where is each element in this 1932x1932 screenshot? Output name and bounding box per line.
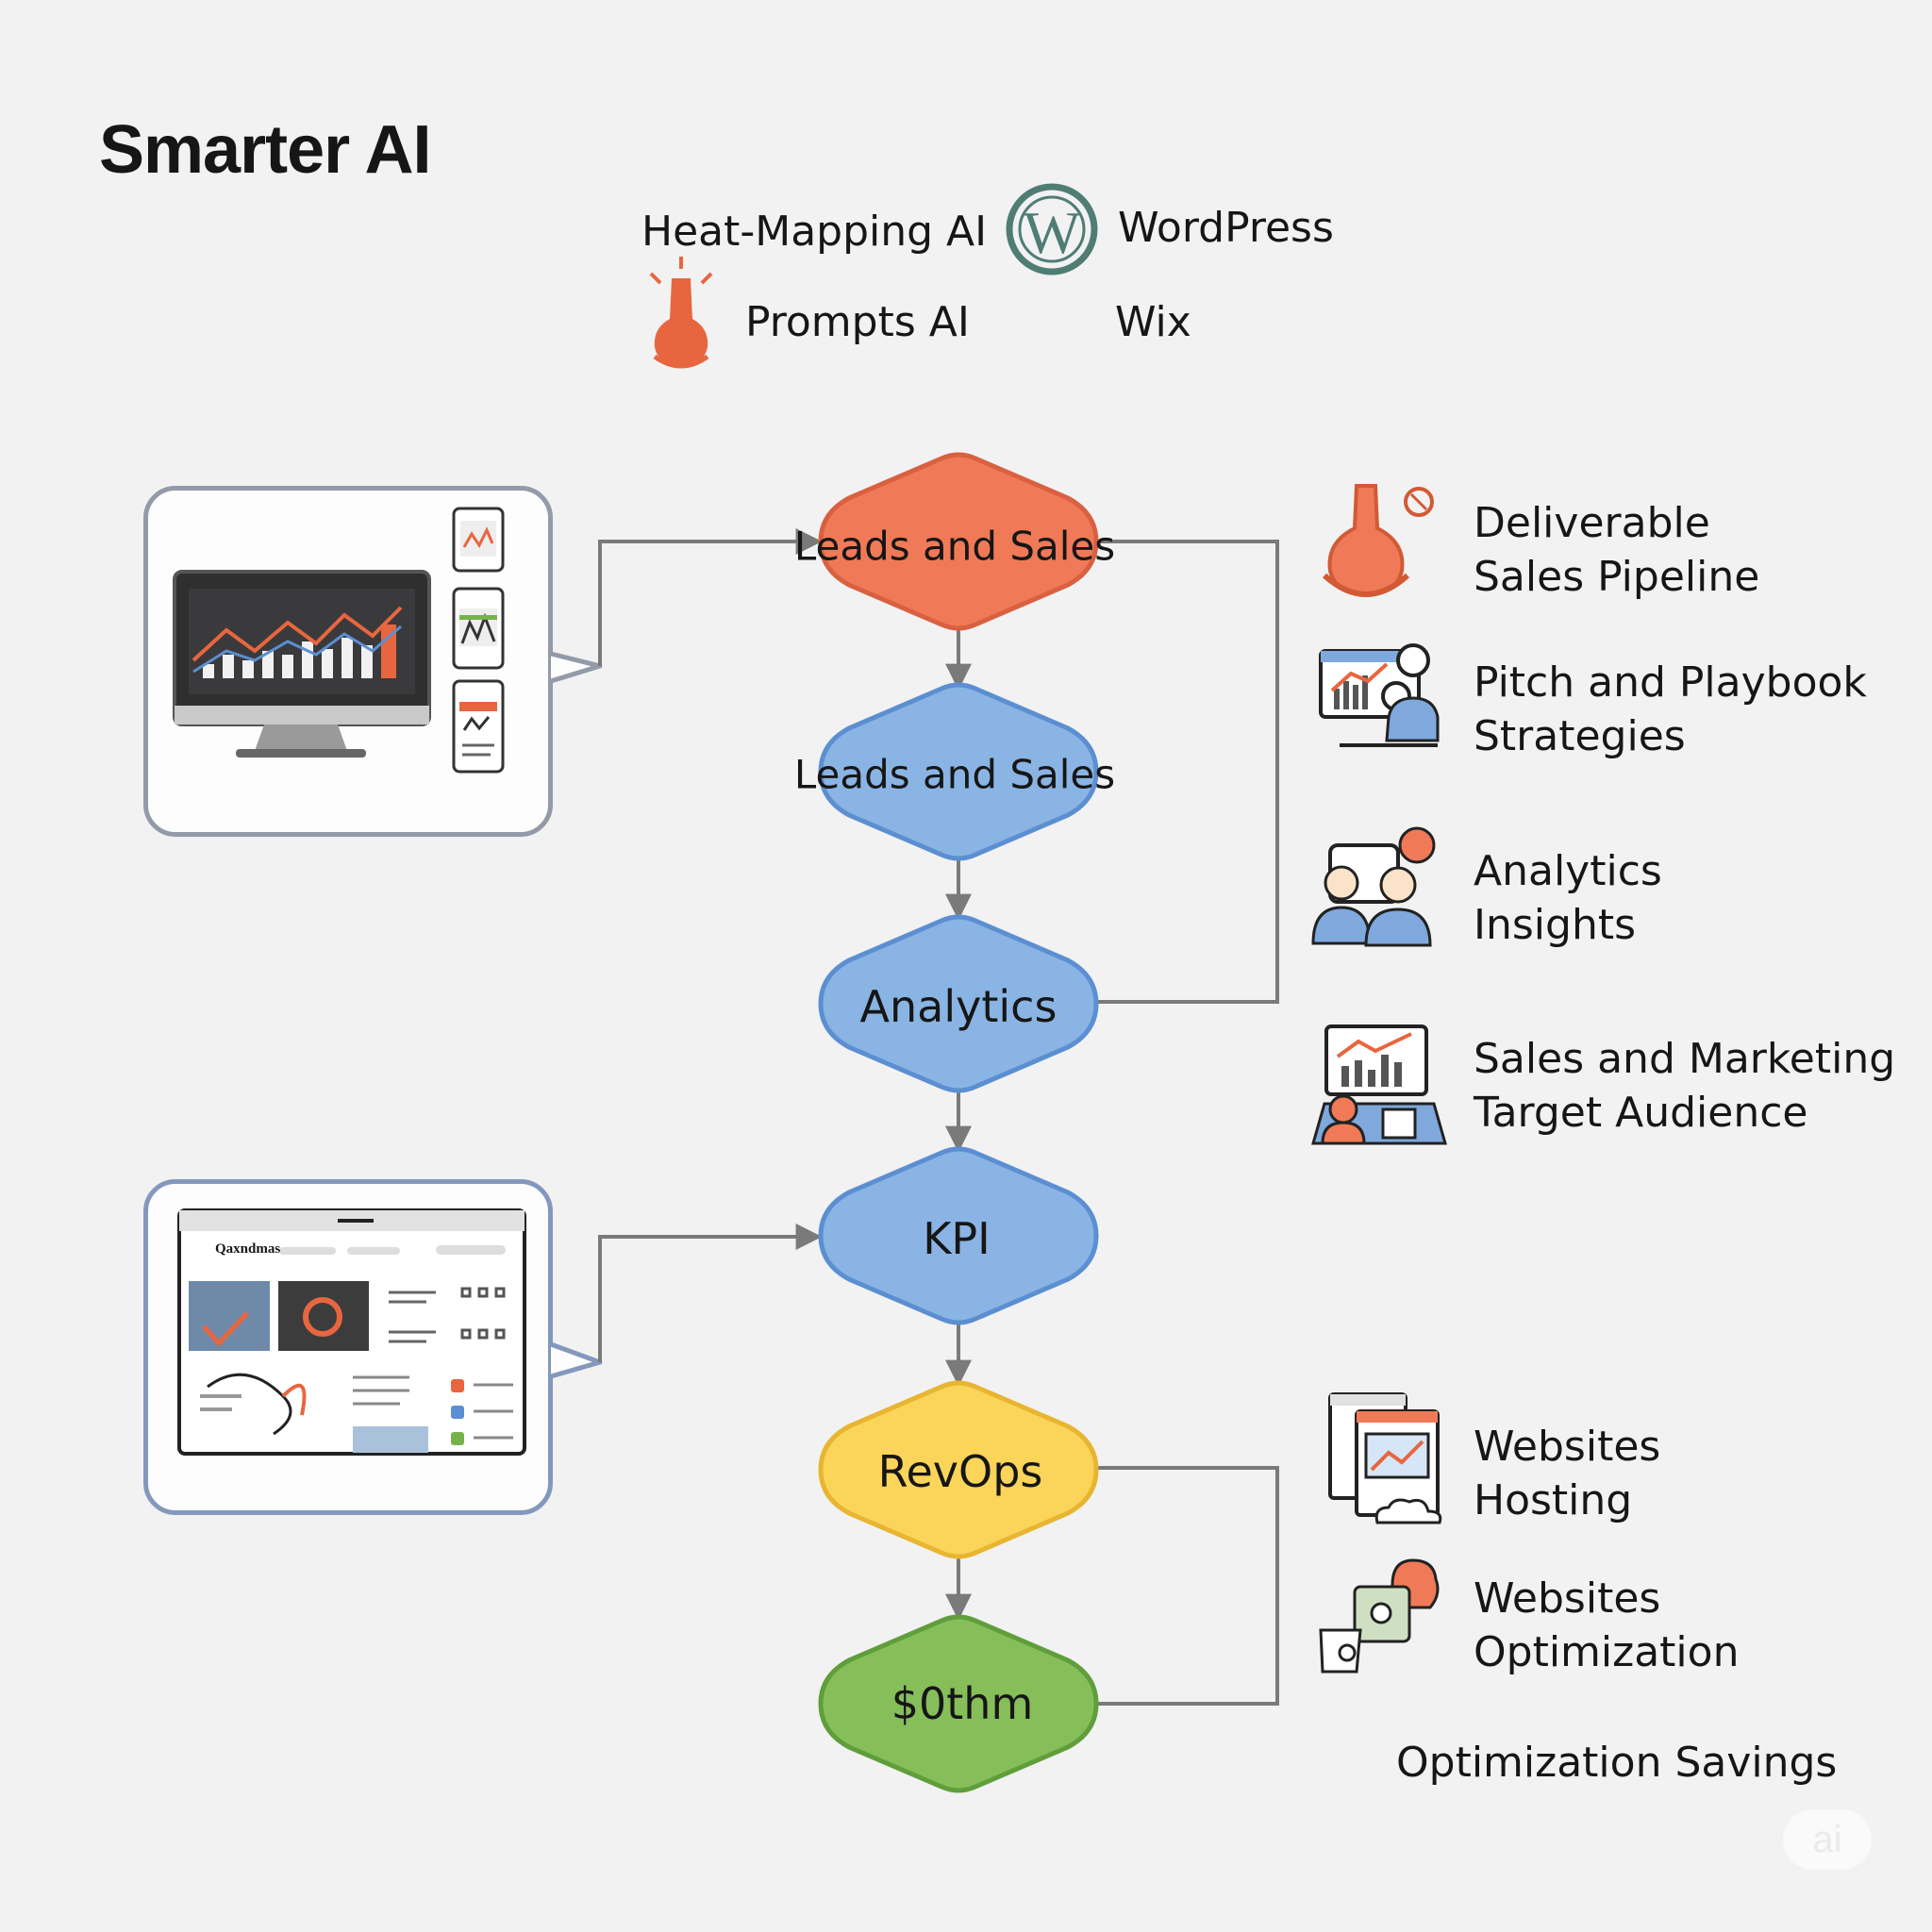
flow-node-shape-4 (818, 1380, 1099, 1559)
heatmap-thermometer-icon (649, 257, 713, 369)
node-analytics: Analytics (859, 981, 1058, 1032)
dashboard-monitor-icon (173, 570, 431, 758)
website-thumbnail (177, 1208, 526, 1456)
web-optimization-icon (1319, 1558, 1440, 1674)
flow-node-shape-1 (818, 682, 1099, 861)
node-kpi: KPI (923, 1213, 991, 1264)
phone-icon (452, 507, 505, 774)
svg-text:W: W (1024, 199, 1081, 266)
legend-wix-label: Wix (1115, 298, 1191, 346)
flow-node-shape-0 (818, 452, 1099, 631)
wordpress-icon: W (1006, 183, 1098, 275)
flow-node-shape-2 (818, 914, 1099, 1093)
chart-screen-icon (1311, 1024, 1447, 1145)
legend-prompts-label: Prompts AI (745, 298, 970, 346)
node-leads-sales-2: Leads and Sales (793, 751, 1116, 798)
node-result: $0thm (891, 1678, 1034, 1729)
legend-heatmapping-label: Heat-Mapping AI (641, 208, 988, 256)
page-title: Smarter AI (99, 112, 431, 188)
thumbnail-title: Qaxndmas (215, 1241, 281, 1257)
connector-dashboard-to-leads (598, 528, 823, 666)
thermometer-icon (1322, 484, 1434, 597)
web-hosting-icon (1328, 1392, 1442, 1524)
connector-website-to-kpi (598, 1224, 823, 1362)
legend-wordpress-label: WordPress (1118, 204, 1334, 252)
ai-watermark: ai (1783, 1809, 1872, 1870)
flow-node-shape-5 (818, 1614, 1099, 1793)
team-icon (1311, 826, 1436, 947)
bracket-bottom (1096, 1466, 1279, 1706)
flow-node-shape-3 (818, 1146, 1099, 1325)
presenter-icon (1319, 643, 1440, 747)
node-revops: RevOps (877, 1446, 1043, 1497)
optimization-savings-label: Optimization Savings (1396, 1739, 1838, 1787)
bracket-top (1096, 540, 1279, 1004)
node-leads-sales-1: Leads and Sales (793, 523, 1116, 570)
